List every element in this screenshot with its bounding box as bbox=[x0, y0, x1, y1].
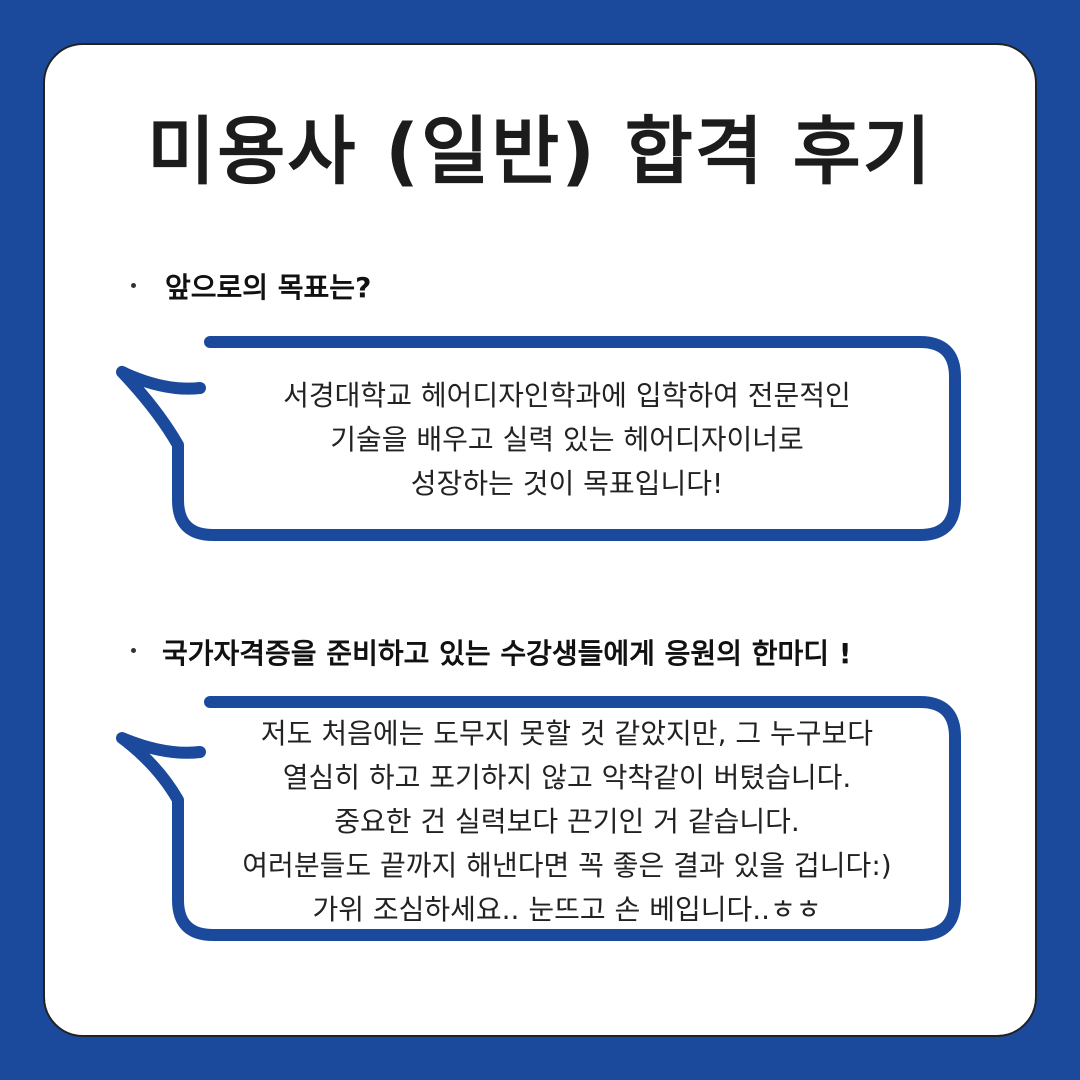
answer-line: 열심히 하고 포기하지 않고 악착같이 버텼습니다. bbox=[282, 761, 852, 794]
answer-line: 성장하는 것이 목표입니다! bbox=[410, 467, 724, 500]
answer-line: 기술을 배우고 실력 있는 헤어디자이너로 bbox=[330, 423, 804, 456]
answer-line: 저도 처음에는 도무지 못할 것 같았지만, 그 누구보다 bbox=[260, 717, 874, 750]
answer-2: 저도 처음에는 도무지 못할 것 같았지만, 그 누구보다 열심히 하고 포기하… bbox=[190, 712, 944, 932]
question-1: 앞으로의 목표는? bbox=[165, 271, 372, 304]
bullet-icon bbox=[131, 283, 136, 288]
speech-bubble-1 bbox=[116, 336, 961, 541]
answer-line: 중요한 건 실력보다 끈기인 거 같습니다. bbox=[334, 805, 800, 838]
answer-1: 서경대학교 헤어디자인학과에 입학하여 전문적인 기술을 배우고 실력 있는 헤… bbox=[190, 374, 944, 506]
answer-line: 가위 조심하세요.. 눈뜨고 손 베입니다..ㅎㅎ bbox=[312, 893, 822, 926]
bullet-icon bbox=[131, 648, 136, 653]
answer-line: 서경대학교 헤어디자인학과에 입학하여 전문적인 bbox=[283, 379, 851, 412]
question-2: 국가자격증을 준비하고 있는 수강생들에게 응원의 한마디 ! bbox=[162, 637, 852, 670]
answer-line: 여러분들도 끝까지 해낸다면 꼭 좋은 결과 있을 겁니다:) bbox=[242, 849, 892, 882]
speech-bubble-2 bbox=[116, 696, 961, 941]
page-title: 미용사 (일반) 합격 후기 bbox=[147, 109, 933, 195]
